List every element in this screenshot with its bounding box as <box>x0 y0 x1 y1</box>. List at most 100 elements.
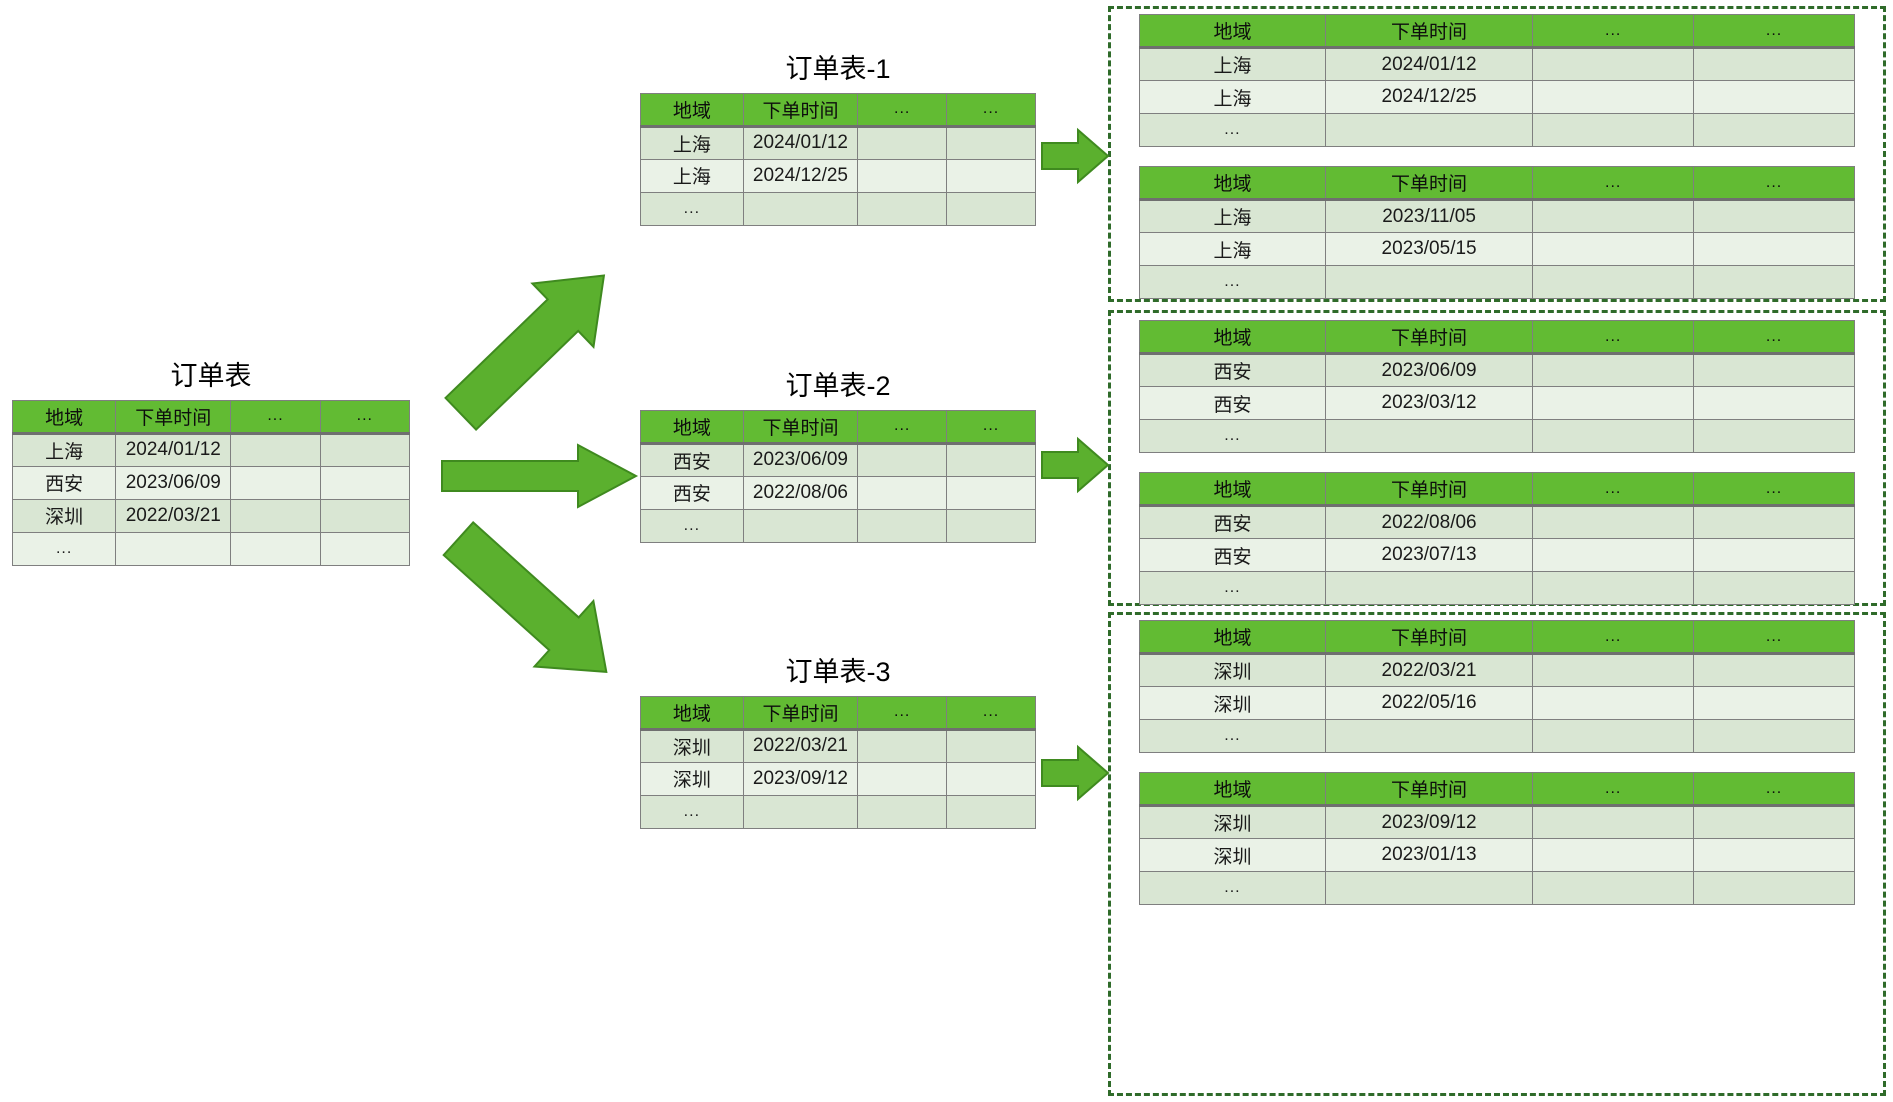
col-header-region: 地域 <box>1139 472 1326 507</box>
cell-more-2 <box>946 728 1036 763</box>
table-row: 西安 2023/03/12 <box>1139 386 1855 420</box>
table-row-ellipsis: ... <box>640 794 1036 829</box>
col-header-region: 地域 <box>640 409 744 445</box>
cell-region: ... <box>1139 265 1326 299</box>
arrow-source-to-table3 <box>425 500 640 710</box>
table-header-row: 地域 下单时间 ... ... <box>1139 166 1855 201</box>
table-row: 深圳 2022/03/21 <box>1139 653 1855 687</box>
table-header-row: 地域 下单时间 ... ... <box>1139 620 1855 655</box>
table-row: 上海 2024/01/12 <box>640 125 1036 160</box>
table-row-ellipsis: ... <box>1139 871 1855 905</box>
cell-more-1 <box>857 125 948 160</box>
cell-more-2 <box>1693 113 1855 147</box>
cell-more-2 <box>1693 265 1855 299</box>
cell-more-2 <box>319 465 411 500</box>
table-header-row: 地域 下单时间 ... ... <box>640 409 1036 445</box>
cell-order-time: 2023/03/12 <box>1324 386 1534 420</box>
cell-more-2 <box>1693 538 1855 572</box>
cell-order-time: 2023/09/12 <box>1324 805 1534 839</box>
cell-more-1 <box>1532 265 1695 299</box>
cell-region: 西安 <box>11 465 117 500</box>
arrow-table2-to-group2 <box>1040 436 1110 494</box>
col-header-more-1: ... <box>857 409 948 445</box>
cell-region: 上海 <box>11 432 117 467</box>
mid-table-1-title: 订单表-1 <box>785 54 891 84</box>
table-row: 深圳 2023/09/12 <box>1139 805 1855 839</box>
col-header-more-1: ... <box>1532 772 1695 807</box>
col-header-more-1: ... <box>857 92 948 128</box>
cell-region: ... <box>640 191 744 226</box>
cell-more-1 <box>1532 113 1695 147</box>
shard-2-1-block: 地域 下单时间 ... ... 西安 2023/06/09 西安 2023/03… <box>1139 320 1855 453</box>
col-header-region: 地域 <box>1139 14 1326 49</box>
cell-region: 深圳 <box>640 728 744 763</box>
table-row: 西安 2022/08/06 <box>640 475 1036 510</box>
cell-more-2 <box>946 508 1036 543</box>
cell-more-1 <box>1532 805 1695 839</box>
table-row: 上海 2024/12/25 <box>640 158 1036 193</box>
cell-order-time: 2023/06/09 <box>1324 353 1534 387</box>
col-header-order-time: 下单时间 <box>115 399 232 435</box>
mid-table-1: 地域 下单时间 ... ... 上海 2024/01/12 上海 2024/12… <box>640 92 1036 226</box>
mid-table-3: 地域 下单时间 ... ... 深圳 2022/03/21 深圳 2023/09… <box>640 695 1036 829</box>
cell-order-time: 2022/08/06 <box>742 475 859 510</box>
col-header-order-time: 下单时间 <box>1324 166 1534 201</box>
cell-more-1 <box>1532 686 1695 720</box>
cell-more-1 <box>1532 653 1695 687</box>
mid-table-3-title: 订单表-3 <box>785 657 891 687</box>
table-header-row: 地域 下单时间 ... ... <box>1139 320 1855 355</box>
cell-more-1 <box>1532 80 1695 114</box>
source-table: 地域 下单时间 ... ... 上海 2024/01/12 西安 2023/06… <box>11 399 411 566</box>
col-header-region: 地域 <box>1139 620 1326 655</box>
table-header-row: 地域 下单时间 ... ... <box>640 695 1036 731</box>
cell-more-1 <box>1532 505 1695 539</box>
col-header-more-2: ... <box>946 92 1036 128</box>
arrow-table1-to-group1 <box>1040 127 1110 185</box>
col-header-region: 地域 <box>1139 320 1326 355</box>
cell-order-time: 2023/05/15 <box>1324 232 1534 266</box>
shard-3-1-block: 地域 下单时间 ... ... 深圳 2022/03/21 深圳 2022/05… <box>1139 620 1855 753</box>
shard-3-2-block: 地域 下单时间 ... ... 深圳 2023/09/12 深圳 2023/01… <box>1139 772 1855 905</box>
cell-more-2 <box>1693 653 1855 687</box>
shard-group-1-box <box>1108 6 1886 302</box>
cell-more-2 <box>1693 805 1855 839</box>
col-header-order-time: 下单时间 <box>742 92 859 128</box>
shard-table-1-2: 地域 下单时间 ... ... 上海 2023/11/05 上海 2023/05… <box>1139 166 1855 299</box>
cell-order-time <box>1324 419 1534 453</box>
cell-more-2 <box>1693 505 1855 539</box>
cell-region: 上海 <box>640 125 744 160</box>
arrow-table3-to-group3 <box>1040 744 1110 802</box>
cell-more-2 <box>319 531 411 566</box>
table-row: 西安 2023/06/09 <box>640 442 1036 477</box>
col-header-more-1: ... <box>230 399 321 435</box>
col-header-more-2: ... <box>1693 772 1855 807</box>
mid-table-2-block: 订单表-2 地域 下单时间 ... ... 西安 2023/06/09 <box>640 371 1036 543</box>
cell-more-2 <box>946 794 1036 829</box>
col-header-more-1: ... <box>1532 320 1695 355</box>
cell-more-2 <box>1693 232 1855 266</box>
cell-region: 西安 <box>1139 386 1326 420</box>
source-table-block: 订单表 地域 下单时间 ... ... 上海 2024/01/12 <box>11 361 411 566</box>
cell-order-time: 2024/01/12 <box>742 125 859 160</box>
cell-order-time <box>1324 871 1534 905</box>
cell-more-2 <box>946 475 1036 510</box>
table-row-ellipsis: ... <box>1139 719 1855 753</box>
cell-order-time <box>1324 719 1534 753</box>
cell-more-1 <box>857 761 948 796</box>
cell-more-2 <box>1693 47 1855 81</box>
cell-region: 深圳 <box>640 761 744 796</box>
cell-region: 上海 <box>1139 80 1326 114</box>
cell-region: 西安 <box>640 475 744 510</box>
mid-table-2: 地域 下单时间 ... ... 西安 2023/06/09 西安 2022/08… <box>640 409 1036 543</box>
cell-order-time: 2023/06/09 <box>115 465 232 500</box>
cell-order-time <box>1324 265 1534 299</box>
cell-more-1 <box>857 794 948 829</box>
cell-order-time: 2023/09/12 <box>742 761 859 796</box>
cell-region: 上海 <box>1139 199 1326 233</box>
cell-more-2 <box>1693 571 1855 605</box>
col-header-region: 地域 <box>640 92 744 128</box>
cell-region: ... <box>11 531 117 566</box>
cell-more-1 <box>1532 838 1695 872</box>
arrow-source-to-table1 <box>425 245 640 445</box>
col-header-more-1: ... <box>1532 166 1695 201</box>
